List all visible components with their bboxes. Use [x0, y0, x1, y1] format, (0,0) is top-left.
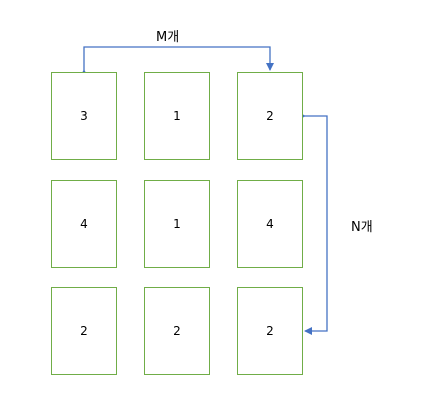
grid-cell-r1-c2: 1: [144, 72, 210, 160]
n-bracket-arrow: [298, 112, 328, 335]
grid-cell-r3-c1: 2: [51, 287, 117, 375]
grid-cell-r2-c1: 4: [51, 180, 117, 268]
m-count-label: M개: [156, 30, 180, 45]
grid-cell-r3-c3: 2: [237, 287, 303, 375]
grid-cell-r1-c3: 2: [237, 72, 303, 160]
n-count-label: N개: [351, 220, 373, 235]
grid-cell-r1-c1: 3: [51, 72, 117, 160]
grid-cell-r2-c3: 4: [237, 180, 303, 268]
grid-cell-r3-c2: 2: [144, 287, 210, 375]
grid-cell-r2-c2: 1: [144, 180, 210, 268]
m-bracket-arrow: [80, 46, 274, 77]
